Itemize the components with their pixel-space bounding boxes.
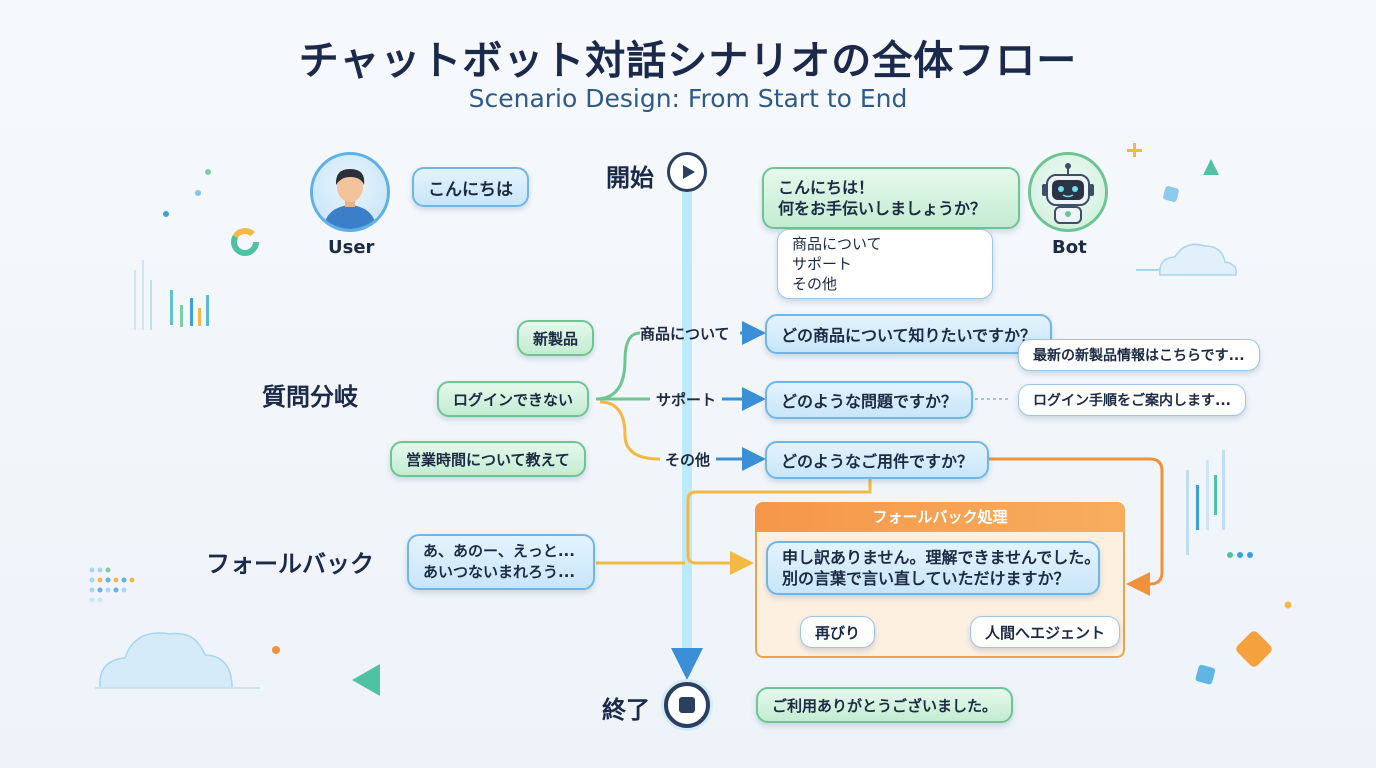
decorative-dot (1227, 552, 1233, 558)
user-fallback-input: あ、あのー、えっと... あいつないまれろう... (407, 534, 595, 590)
user-input-new-product: 新製品 (517, 320, 595, 356)
fallback-message-line1: 申し訳ありません。理解できませんでした。 (782, 548, 1101, 567)
user-input-hours: 営業時間について教えて (390, 441, 586, 477)
fallback-section-label: フォールバック (206, 550, 374, 578)
user-greeting-bubble: こんにちは (412, 167, 529, 207)
bot-greeting-line1: こんにちは！ (778, 178, 875, 197)
bot-option[interactable]: 商品について (792, 235, 882, 253)
decorative-triangle (352, 664, 380, 696)
decorative-dot (1237, 552, 1243, 558)
bot-question-support: どのような問題ですか？ (765, 381, 974, 419)
decorative-dot (1284, 601, 1292, 609)
decorative-bars-left (134, 260, 209, 330)
end-label: 終了 (602, 696, 650, 724)
decorative-dot-grid (89, 567, 135, 603)
fallback-message-line2: 別の言葉で言い直していただけますか？ (782, 569, 1070, 588)
decorative-ring (231, 228, 259, 256)
decorative-diamond (1236, 631, 1272, 667)
robot-avatar-icon (1028, 152, 1108, 232)
start-label: 開始 (606, 164, 654, 192)
branch-label-support: サポート (656, 391, 717, 409)
branch-line-other (599, 400, 661, 461)
bot-greeting-bubble: こんにちは！ 何をお手伝いしましょうか？ (762, 167, 1020, 229)
decorative-triangle (1203, 159, 1219, 175)
decorative-dot (1247, 552, 1253, 558)
fallback-box-title: フォールバック処理 (755, 502, 1125, 532)
bot-options-list: 商品について サポート その他 (777, 229, 993, 299)
bot-question-other: どのようなご用件ですか？ (765, 441, 990, 479)
decorative-dot (272, 646, 280, 654)
play-icon[interactable] (667, 152, 707, 192)
decorative-dot (195, 190, 201, 196)
bot-question-product: どの商品について知りたいですか？ (765, 314, 1053, 354)
decorative-bars-right (1186, 450, 1225, 555)
user-fallback-line1: あ、あのー、えっと... (423, 542, 575, 560)
branch-label-product: 商品について (640, 325, 730, 343)
bot-option[interactable]: サポート (792, 255, 853, 273)
branch-line-product (595, 331, 641, 401)
decorative-dot (205, 169, 211, 175)
cloud-icon (1136, 243, 1238, 276)
page-title: チャットボット対話シナリオの全体フロー (298, 38, 1078, 84)
bot-followup-support: ログイン手順をご案内します... (1018, 384, 1246, 416)
closing-message: ご利用ありがとうございました。 (756, 687, 1014, 723)
decorative-dot (163, 211, 169, 217)
plus-icon (1127, 143, 1142, 157)
page-subtitle: Scenario Design: From Start to End (468, 84, 908, 113)
bot-followup-product: 最新の新製品情報はこちらです... (1018, 339, 1260, 371)
user-fallback-line2: あいつないまれろう... (423, 563, 576, 581)
decorative-square (1195, 664, 1216, 685)
branch-section-label: 質問分岐 (262, 383, 358, 411)
human-agent-button[interactable]: 人間へエジェント (970, 616, 1121, 648)
bot-greeting-line2: 何をお手伝いしましょうか？ (778, 199, 987, 218)
decorative-ring (231, 228, 259, 256)
cloud-icon (95, 632, 260, 689)
stop-icon[interactable] (664, 682, 710, 728)
user-label: User (328, 237, 375, 258)
user-avatar-icon (310, 152, 390, 232)
decorative-square (1163, 186, 1179, 202)
retry-button[interactable]: 再びり (800, 616, 876, 648)
bot-option[interactable]: その他 (792, 275, 838, 293)
branch-label-other: その他 (665, 451, 711, 469)
fallback-path-orange (978, 457, 1164, 596)
fallback-message: 申し訳ありません。理解できませんでした。 別の言葉で言い直していただけますか？ (766, 541, 1100, 595)
bot-label: Bot (1052, 237, 1087, 258)
user-input-login: ログインできない (437, 381, 590, 417)
fallback-path-yellow (686, 472, 872, 575)
